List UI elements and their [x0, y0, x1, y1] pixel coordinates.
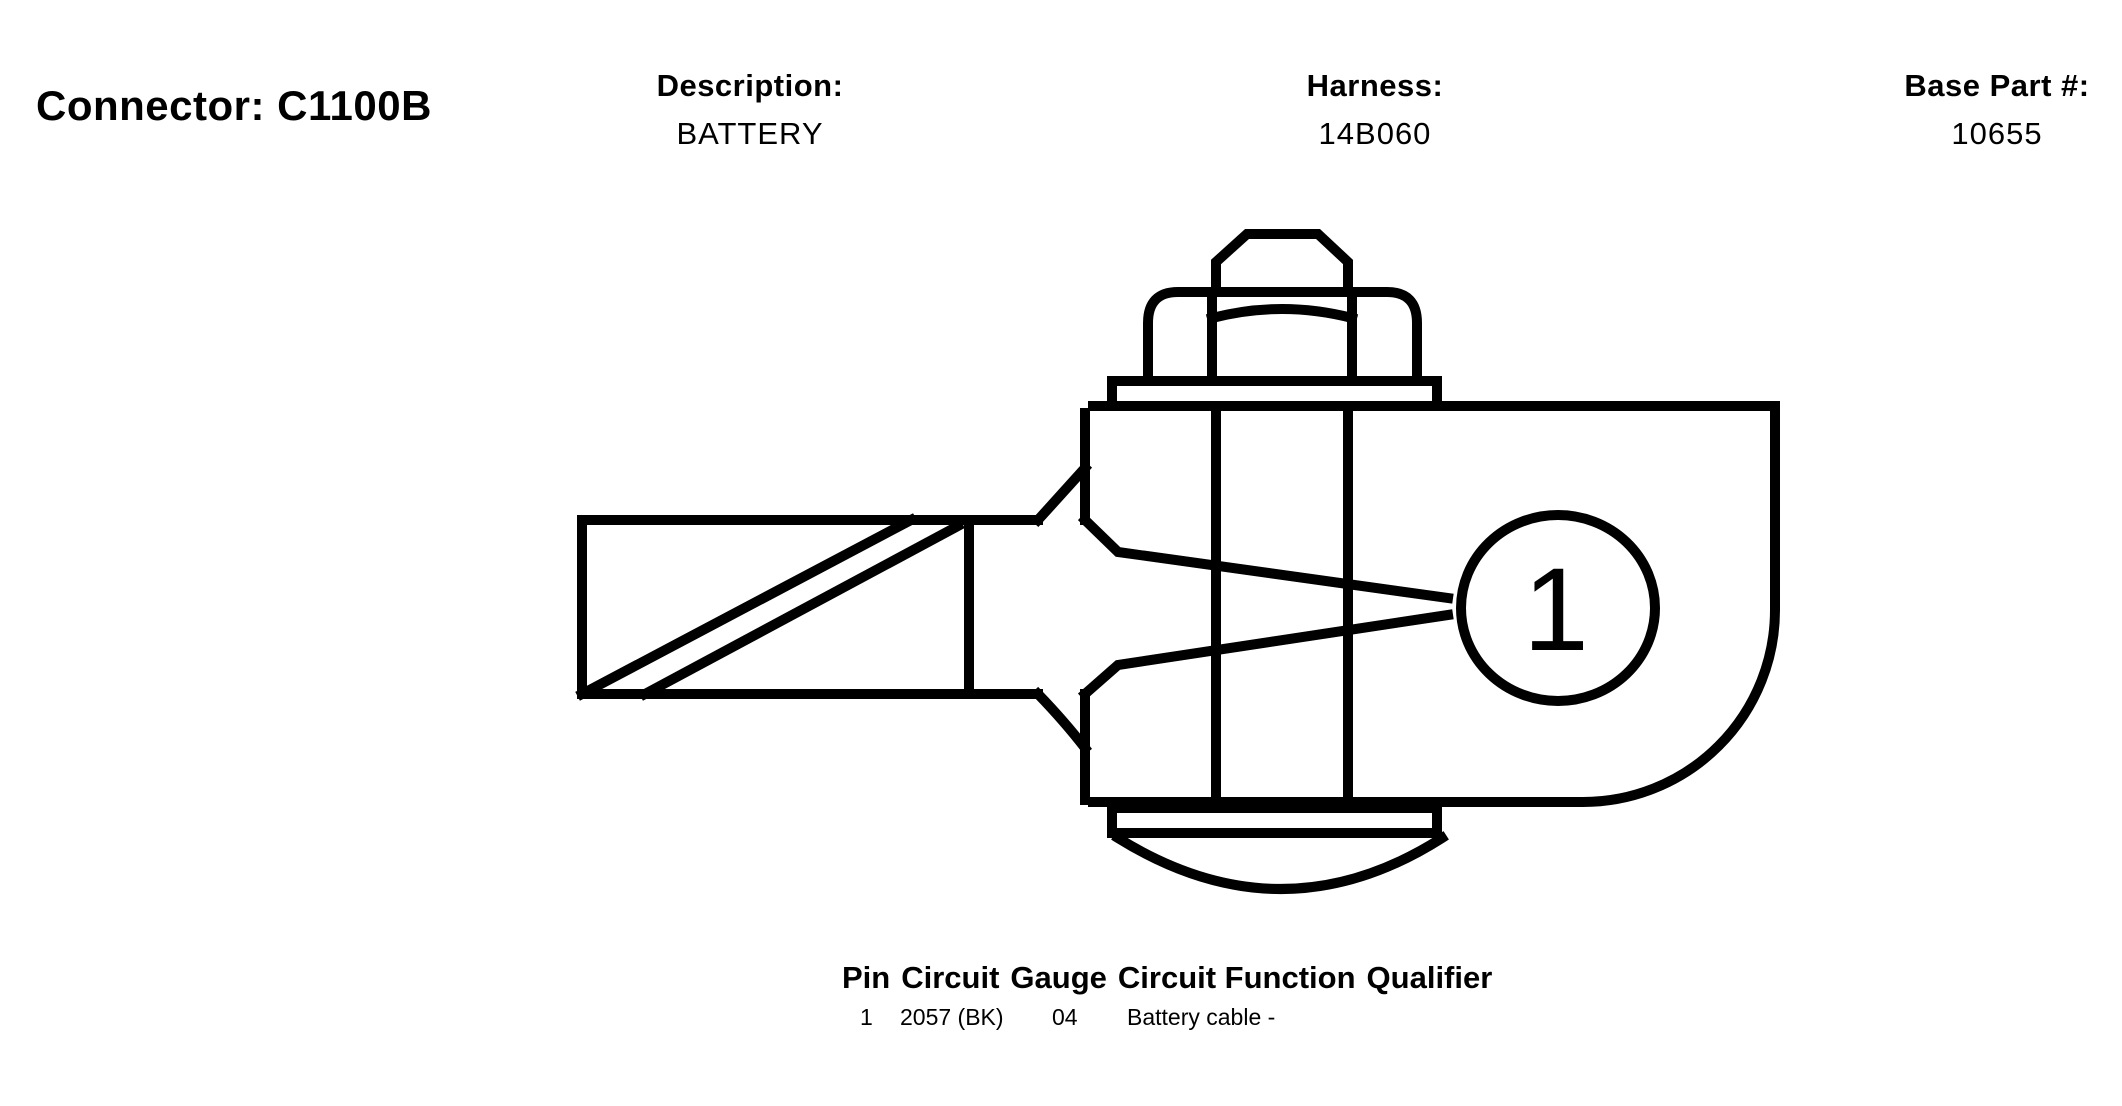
pin-table: Pin Circuit Gauge Circuit Function Quali… [842, 960, 1492, 1040]
base-part-label: Base Part #: [1904, 68, 2090, 103]
bolt-tip [1211, 229, 1353, 297]
pin-callout-label: 1 [1523, 544, 1589, 676]
bolt-head [1111, 831, 1449, 894]
pin-table-header: Pin Circuit Gauge Circuit Function Quali… [842, 960, 1492, 996]
terminal-body [1088, 401, 1780, 807]
bottom-washer [1107, 803, 1442, 838]
connector-title: Connector: C1100B [36, 82, 432, 129]
hex-nut [1143, 287, 1422, 382]
cell-pin: 1 [860, 1004, 873, 1030]
col-circuit: Circuit [901, 960, 1000, 995]
description-field: Description: BATTERY [550, 68, 950, 152]
col-pin: Pin [842, 960, 891, 995]
pin-callout-circle [1456, 510, 1660, 706]
col-qualifier: Qualifier [1366, 960, 1493, 995]
col-circuit-function: Circuit Function [1117, 960, 1356, 995]
top-washer [1107, 376, 1442, 411]
description-label: Description: [656, 68, 844, 103]
harness-field: Harness: 14B060 [1175, 68, 1575, 152]
base-part-field: Base Part #: 10655 [1797, 68, 2122, 152]
bolt-shank [1211, 405, 1353, 805]
cell-function-qualifier: Battery cable - [1127, 1004, 1276, 1030]
col-gauge: Gauge [1010, 960, 1107, 995]
table-row: 1 2057 (BK) 04 Battery cable - [842, 1004, 1492, 1040]
cell-circuit: 2057 (BK) [900, 1004, 1004, 1030]
harness-value: 14B060 [1318, 116, 1432, 151]
crimp-flare [1030, 408, 1454, 805]
cell-gauge: 04 [1052, 1004, 1078, 1030]
harness-label: Harness: [1306, 68, 1444, 103]
base-part-value: 10655 [1951, 116, 2043, 151]
battery-cable-wire [575, 513, 1043, 701]
description-value: BATTERY [676, 116, 824, 151]
